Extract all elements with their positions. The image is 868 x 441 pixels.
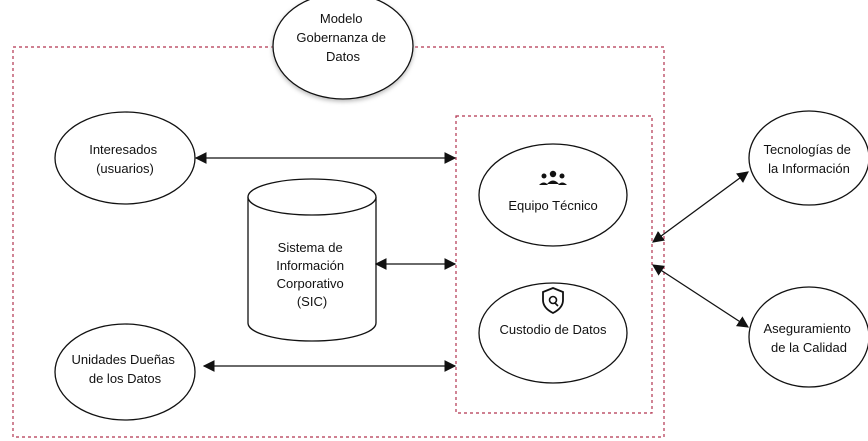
node-aseguramiento: Aseguramiento de la Calidad: [748, 286, 868, 388]
svg-text:Equipo Técnico: Equipo Técnico: [508, 198, 597, 213]
edge-boundary-tecnologias: [652, 171, 749, 243]
node-sic: Sistema de Información Corporativo (SIC): [247, 178, 377, 342]
title-node: Modelo Gobernanza de Datos: [272, 0, 414, 100]
node-tecnologias: Tecnologías de la Información: [748, 110, 868, 206]
svg-text:Tecnologías de la Inform: Tecnologías de la Información: [763, 142, 854, 176]
title-line: Datos: [326, 49, 360, 64]
title-line: Gobernanza de: [296, 30, 386, 45]
inner-boundary: [455, 115, 653, 414]
svg-text:Unidades Dueñas de los D: Unidades Dueñas de los Datos: [72, 352, 179, 386]
edge-boundary-aseguramiento: [652, 264, 749, 328]
node-interesados: Interesados (usuarios): [54, 111, 196, 205]
svg-text:Custodio de Datos: Custodio de Datos: [500, 322, 607, 337]
node-custodio: Custodio de Datos: [478, 282, 628, 384]
node-unidades: Unidades Dueñas de los Datos: [54, 323, 196, 421]
node-equipo: Equipo Técnico: [478, 143, 628, 247]
shield-lock-icon: [542, 287, 564, 315]
svg-text:Modelo Gobernanza de: Modelo Gobernanza de Datos: [296, 11, 389, 64]
svg-text:Aseguramiento de la Cali: Aseguramiento de la Calidad: [763, 321, 854, 355]
svg-text:Interesados (usuarios): Interesados (usuarios): [89, 142, 161, 176]
title-line: Modelo: [320, 11, 363, 26]
svg-text:Sistema de Información: Sistema de Información Corporativo (SIC): [276, 240, 348, 309]
team-icon: [539, 170, 567, 185]
